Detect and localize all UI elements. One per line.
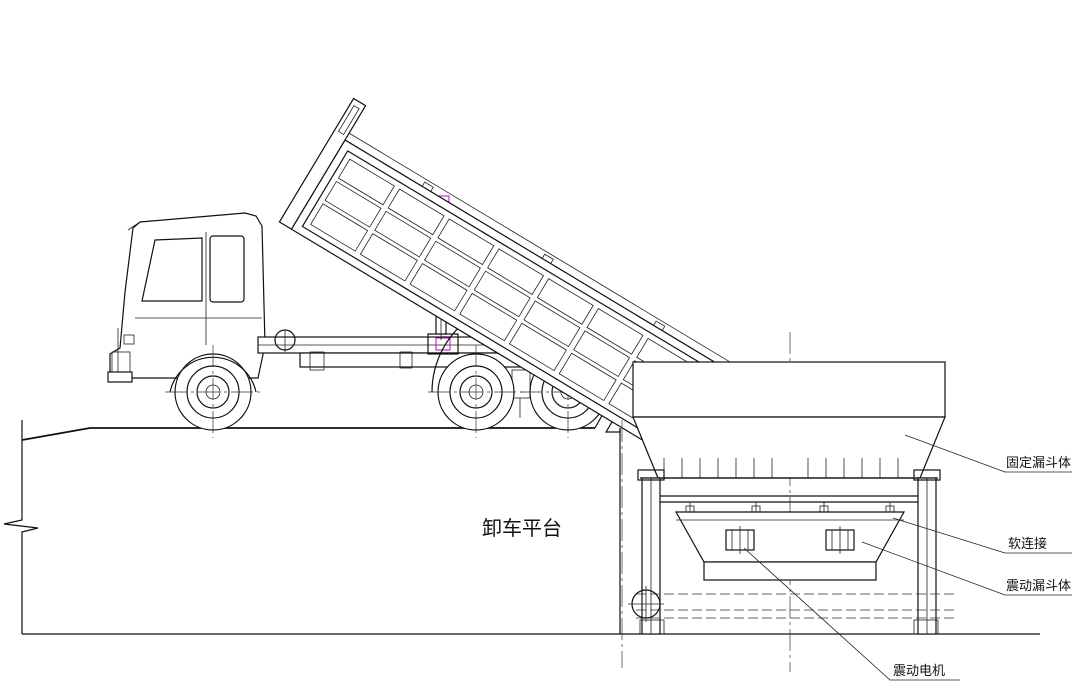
front-wheel xyxy=(165,345,262,438)
hydraulic-base-mount xyxy=(435,337,451,351)
cab-window-front xyxy=(141,237,203,302)
callout-leaders xyxy=(743,434,1072,681)
unloading-platform xyxy=(3,410,1040,635)
soft-connection-label: 软连接 xyxy=(1008,536,1047,552)
support-legs xyxy=(628,469,958,635)
vibrating-hopper-label: 震动漏斗体 xyxy=(1006,578,1071,594)
platform-label: 卸车平台 xyxy=(482,516,562,540)
vibrating-hopper xyxy=(674,511,906,581)
truck-cab xyxy=(109,212,266,379)
fixed-hopper-label: 固定漏斗体 xyxy=(1006,455,1071,471)
fixed-hopper xyxy=(632,361,946,479)
rear-wheel-1 xyxy=(428,345,524,438)
vibrating-motors xyxy=(725,526,855,554)
vibrating-motor-label: 震动电机 xyxy=(893,664,945,679)
cab-window-side xyxy=(209,235,245,303)
hopper-structure xyxy=(621,332,958,672)
